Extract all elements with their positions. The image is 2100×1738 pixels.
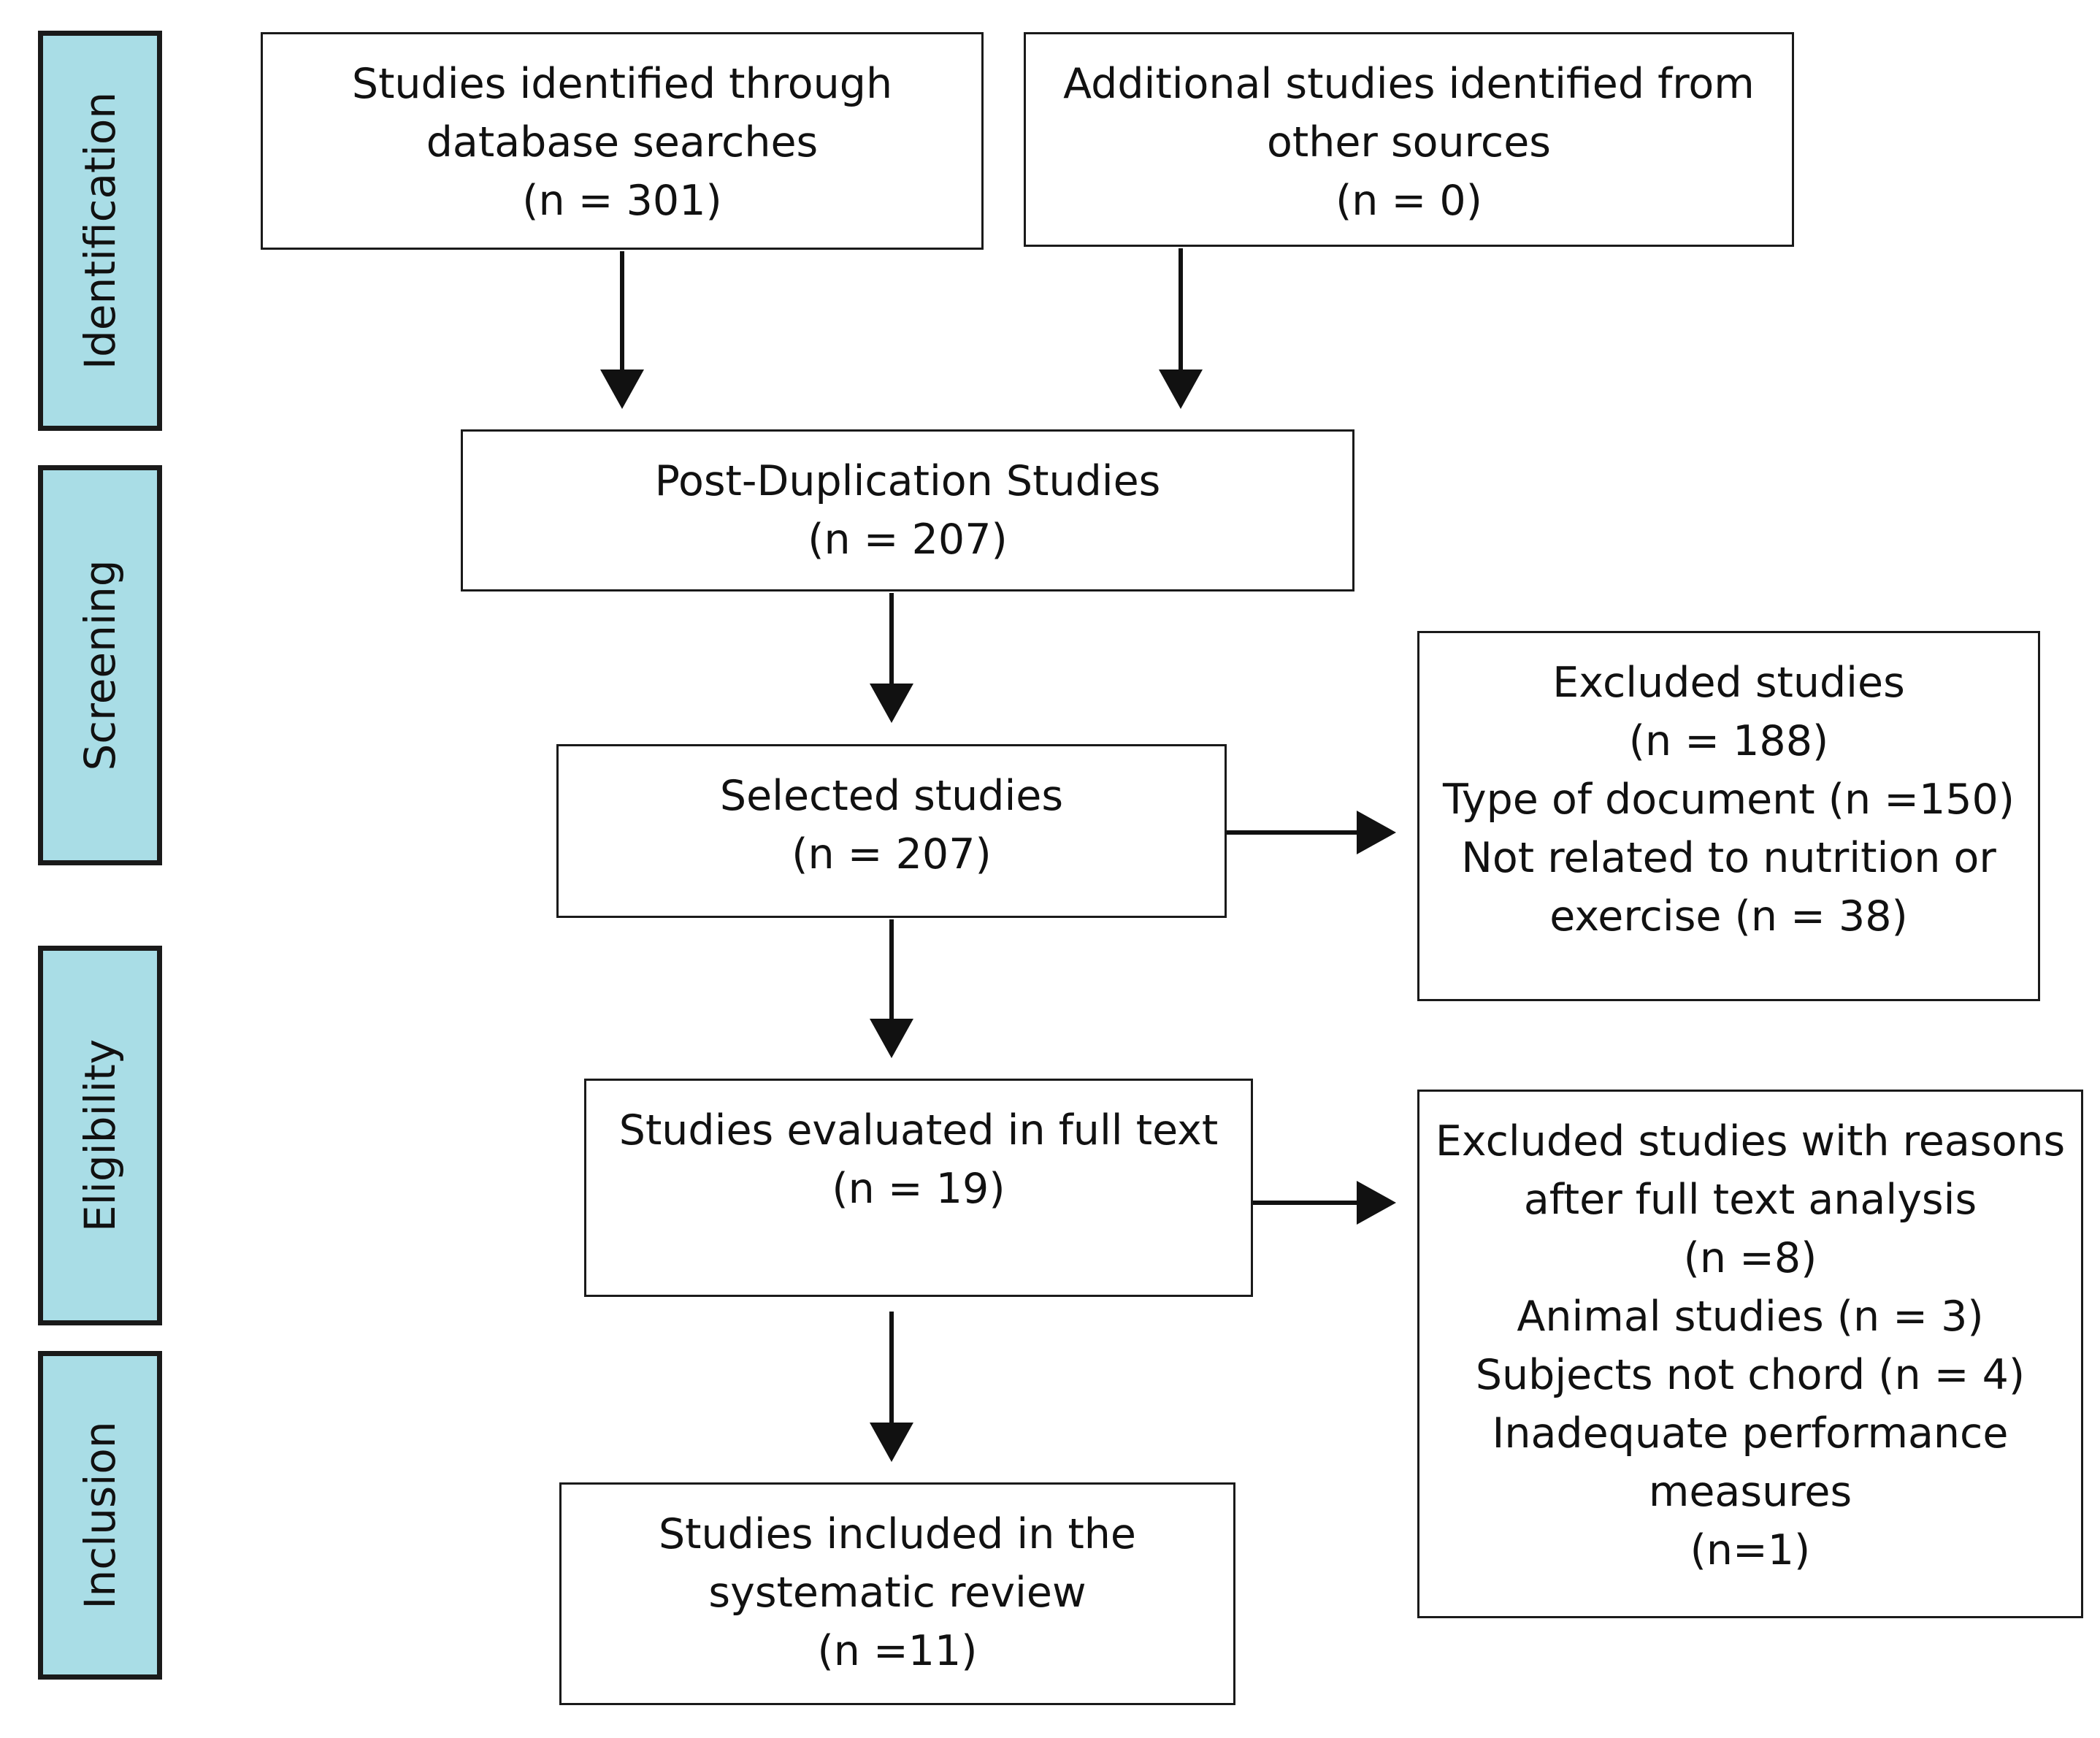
box-line: Additional studies identified from bbox=[1063, 60, 1755, 108]
box-line: Subjects not chord (n = 4) bbox=[1475, 1351, 2026, 1399]
box-line: Studies identified through bbox=[351, 60, 893, 108]
box-line: Studies evaluated in full text bbox=[618, 1106, 1219, 1155]
box-line: Inadequate performance bbox=[1492, 1409, 2009, 1458]
phase-inclusion-label: Inclusion bbox=[75, 1421, 125, 1609]
box-excluded-full-text: Excluded studies with reasons after full… bbox=[1417, 1090, 2083, 1618]
box-line: Selected studies bbox=[719, 772, 1064, 820]
box-line: measures bbox=[1648, 1468, 1852, 1516]
phase-identification-label: Identification bbox=[75, 91, 125, 370]
box-included: Studies included in the systematic revie… bbox=[559, 1482, 1235, 1705]
phase-inclusion: Inclusion bbox=[38, 1351, 162, 1680]
box-line: Animal studies (n = 3) bbox=[1517, 1293, 1984, 1341]
box-line: systematic review bbox=[708, 1569, 1087, 1617]
box-line: (n = 19) bbox=[832, 1165, 1005, 1213]
box-line: Excluded studies with reasons bbox=[1435, 1117, 2066, 1165]
box-other-sources: Additional studies identified from other… bbox=[1024, 32, 1794, 247]
box-line: (n =11) bbox=[817, 1627, 978, 1675]
phase-screening-label: Screening bbox=[75, 559, 125, 771]
box-line: (n = 0) bbox=[1336, 177, 1482, 225]
box-line: (n = 188) bbox=[1628, 717, 1829, 765]
phase-eligibility-label: Eligibility bbox=[75, 1038, 125, 1233]
box-line: Post-Duplication Studies bbox=[654, 457, 1161, 505]
box-selected-studies: Selected studies (n = 207) bbox=[556, 744, 1227, 918]
phase-screening: Screening bbox=[38, 465, 162, 865]
phase-eligibility: Eligibility bbox=[38, 946, 162, 1325]
box-line: exercise (n = 38) bbox=[1549, 892, 1908, 941]
box-line: Excluded studies bbox=[1552, 659, 1905, 707]
box-line: (n = 207) bbox=[808, 516, 1008, 564]
box-line: Not related to nutrition or bbox=[1461, 834, 1996, 882]
box-full-text: Studies evaluated in full text (n = 19) bbox=[584, 1079, 1253, 1297]
box-excluded-studies: Excluded studies (n = 188) Type of docum… bbox=[1417, 631, 2040, 1001]
box-line: after full text analysis bbox=[1523, 1176, 1977, 1224]
phase-identification: Identification bbox=[38, 31, 162, 431]
box-line: Type of document (n =150) bbox=[1442, 776, 2015, 824]
box-line: other sources bbox=[1267, 118, 1551, 166]
box-line: (n = 301) bbox=[522, 177, 722, 225]
box-line: (n = 207) bbox=[792, 830, 992, 878]
box-line: database searches bbox=[426, 118, 819, 166]
box-line: (n=1) bbox=[1690, 1526, 1811, 1574]
box-post-duplication: Post-Duplication Studies (n = 207) bbox=[461, 429, 1354, 592]
box-line: (n =8) bbox=[1683, 1234, 1817, 1282]
box-database-searches: Studies identified through database sear… bbox=[261, 32, 984, 250]
box-line: Studies included in the bbox=[659, 1510, 1136, 1558]
